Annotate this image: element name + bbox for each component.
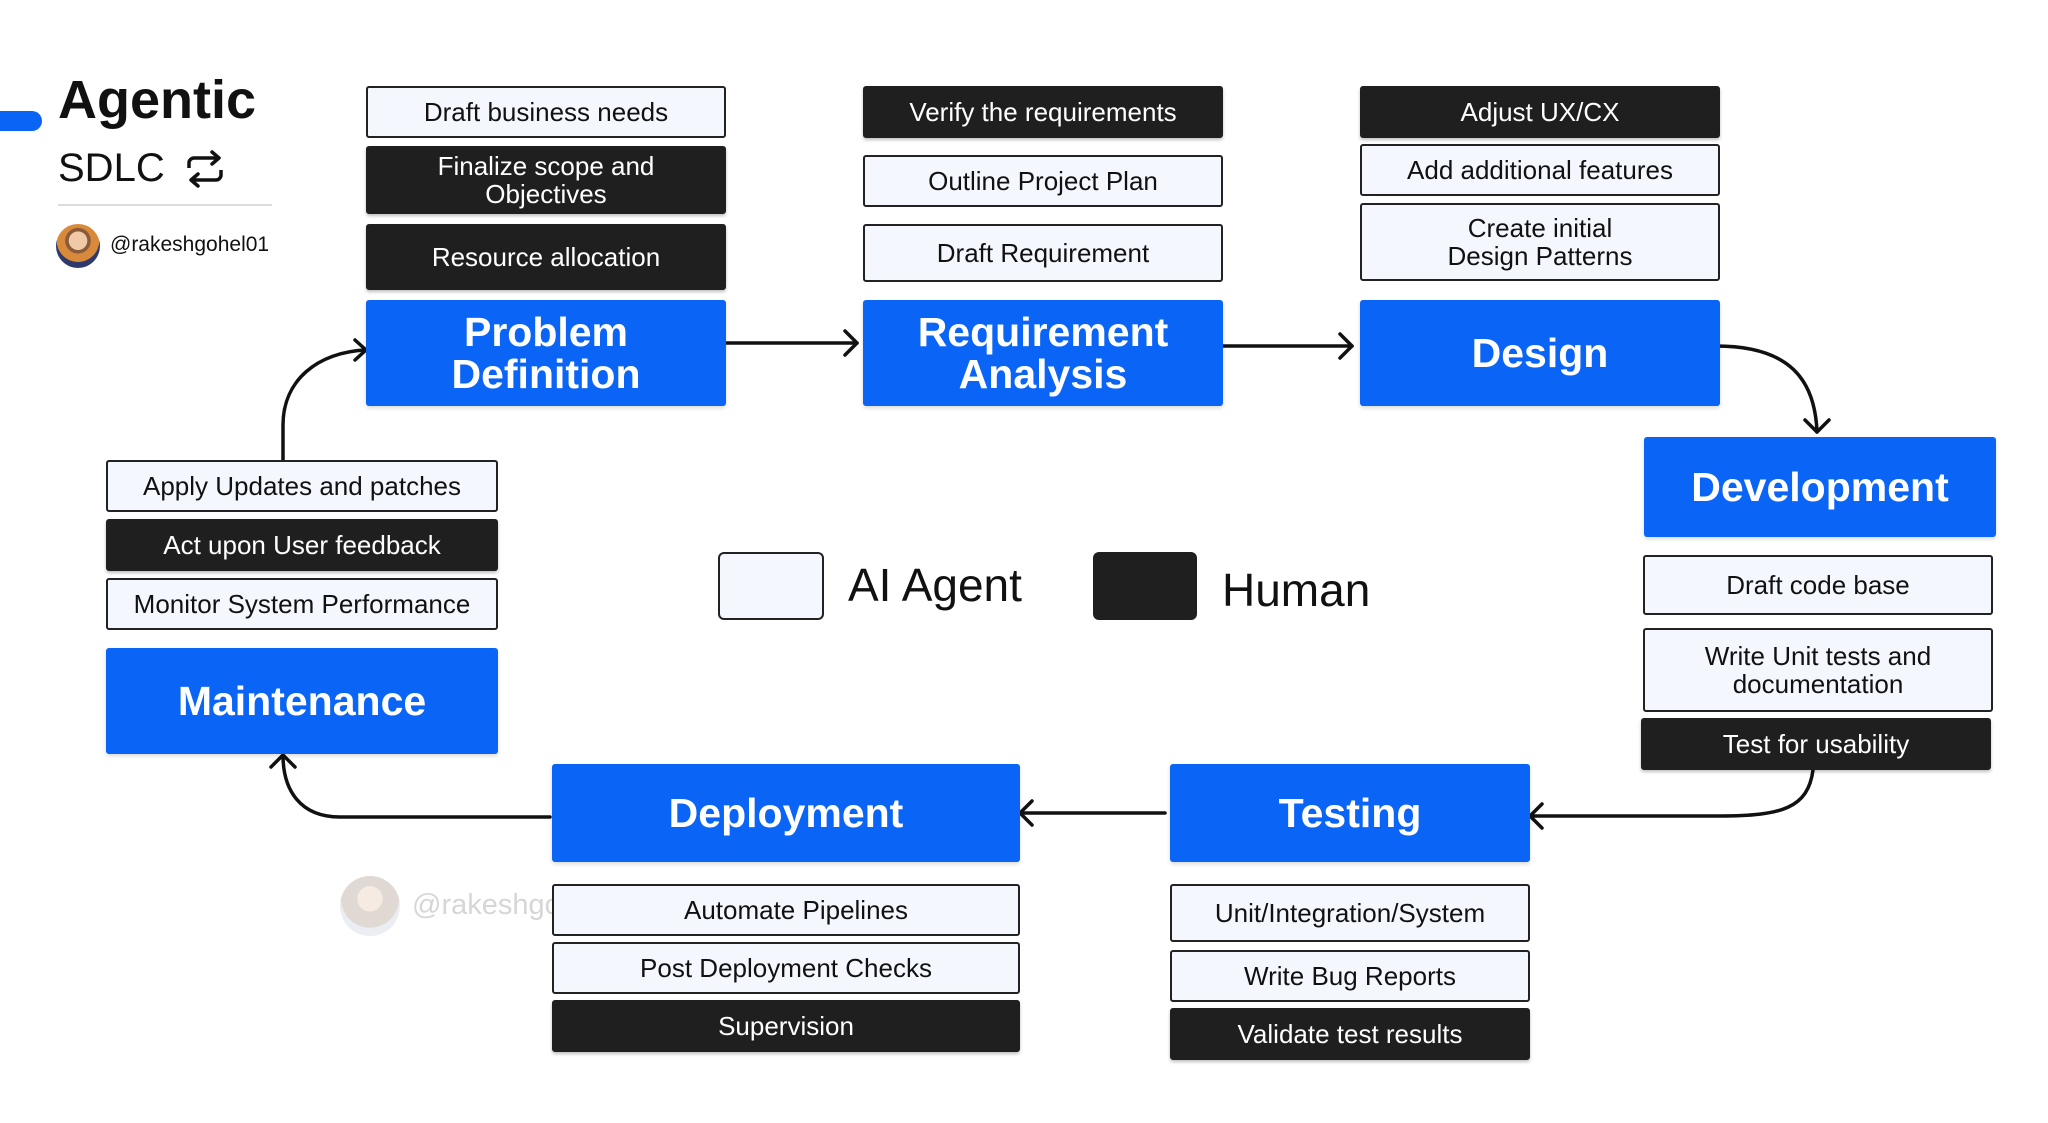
- task-supervision: Supervision: [552, 1000, 1020, 1052]
- stage-testing: Testing: [1170, 764, 1530, 862]
- task-test-for-usability: Test for usability: [1641, 718, 1991, 770]
- task-add-additional-features: Add additional features: [1360, 144, 1720, 196]
- header-divider: [58, 204, 272, 206]
- stage-requirement-analysis: Requirement Analysis: [863, 300, 1223, 406]
- author-handle: @rakeshgohel01: [110, 233, 270, 256]
- stage-deployment: Deployment: [552, 764, 1020, 862]
- arrow-maintenance-to-problem: [281, 348, 368, 462]
- task-finalize-scope: Finalize scope and Objectives: [366, 146, 726, 214]
- task-monitor-system-performance: Monitor System Performance: [106, 578, 498, 630]
- task-validate-test-results: Validate test results: [1170, 1008, 1530, 1060]
- watermark-avatar: [340, 876, 400, 936]
- stage-maintenance: Maintenance: [106, 648, 498, 754]
- task-draft-requirement: Draft Requirement: [863, 224, 1223, 282]
- task-post-deployment-checks: Post Deployment Checks: [552, 942, 1020, 994]
- task-act-upon-feedback: Act upon User feedback: [106, 519, 498, 571]
- stage-design: Design: [1360, 300, 1720, 406]
- task-outline-project-plan: Outline Project Plan: [863, 155, 1223, 207]
- task-draft-business-needs: Draft business needs: [366, 86, 726, 138]
- task-create-design-patterns: Create initial Design Patterns: [1360, 203, 1720, 281]
- legend-human-swatch: [1093, 552, 1197, 620]
- stage-development: Development: [1644, 437, 1996, 537]
- task-resource-allocation: Resource allocation: [366, 224, 726, 290]
- task-write-bug-reports: Write Bug Reports: [1170, 950, 1530, 1002]
- task-automate-pipelines: Automate Pipelines: [552, 884, 1020, 936]
- stage-problem-definition: Problem Definition: [366, 300, 726, 406]
- task-unit-integration-system: Unit/Integration/System: [1170, 884, 1530, 942]
- title-sdlc: SDLC: [58, 146, 165, 190]
- avatar: [56, 224, 100, 268]
- accent-bar: [0, 111, 42, 131]
- task-adjust-ux-cx: Adjust UX/CX: [1360, 86, 1720, 138]
- legend-ai-label: AI Agent: [848, 559, 1022, 611]
- legend-human-label: Human: [1222, 564, 1371, 616]
- arrow-design-to-development: [1714, 344, 1819, 434]
- task-apply-updates: Apply Updates and patches: [106, 460, 498, 512]
- arrow-development-to-testing: [1528, 768, 1815, 818]
- title-agentic: Agentic: [58, 70, 257, 130]
- arrow-deployment-to-maintenance: [281, 753, 552, 819]
- legend-ai-swatch: [718, 552, 824, 620]
- task-verify-requirements: Verify the requirements: [863, 86, 1223, 138]
- task-write-unit-tests: Write Unit tests and documentation: [1643, 628, 1993, 712]
- task-draft-code-base: Draft code base: [1643, 555, 1993, 615]
- cycle-arrows-icon: [185, 149, 225, 189]
